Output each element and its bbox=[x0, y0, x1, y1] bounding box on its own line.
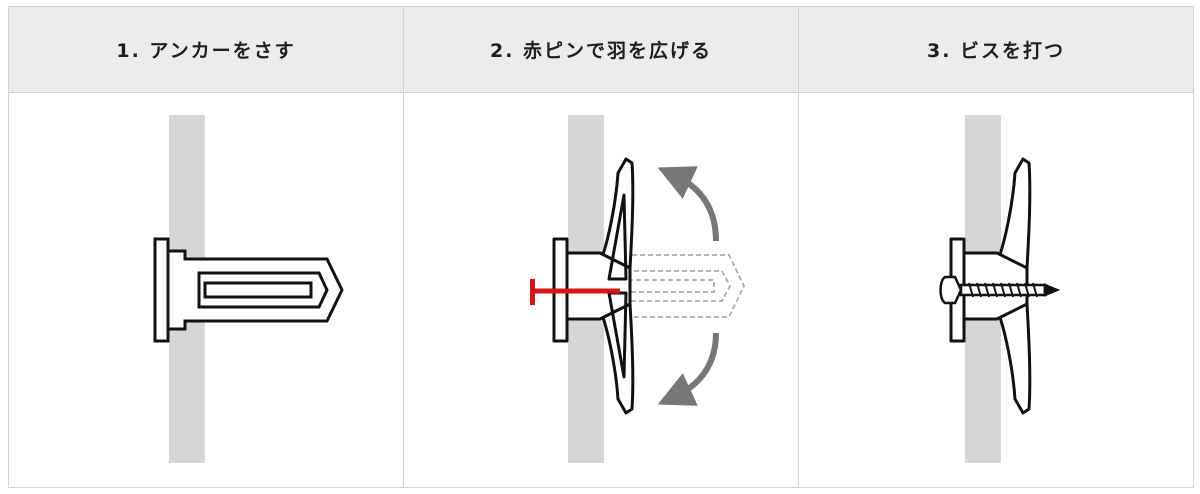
screw-drive-illustration bbox=[939, 115, 1061, 463]
anchor-hub bbox=[565, 251, 632, 321]
screw-threads bbox=[968, 282, 1038, 298]
anchor-wing-top bbox=[598, 157, 635, 270]
rotate-arrow-up bbox=[657, 166, 719, 242]
screw-head bbox=[939, 275, 963, 305]
step-1-header: 1. アンカーをさす bbox=[9, 7, 403, 93]
step-1-column: 1. アンカーをさす bbox=[9, 7, 404, 487]
step-3-header: 3. ビスを打つ bbox=[799, 7, 1193, 93]
step-2-header: 2. 赤ピンで羽を広げる bbox=[404, 7, 798, 93]
rotate-arrow-down bbox=[657, 332, 719, 406]
anchor-insert-illustration bbox=[153, 115, 344, 463]
anchor-wing-top bbox=[995, 157, 1032, 270]
steps-table: 1. アンカーをさす 2. 赤ピンで羽を広げる bbox=[8, 6, 1194, 488]
step-3-panel bbox=[799, 93, 1193, 487]
anchor bbox=[153, 237, 344, 343]
step-2-column: 2. 赤ピンで羽を広げる bbox=[404, 7, 799, 487]
screw bbox=[939, 275, 1061, 305]
wings-expand-illustration bbox=[530, 115, 745, 463]
red-pin bbox=[530, 279, 620, 305]
step-3-column: 3. ビスを打つ bbox=[799, 7, 1193, 487]
anchor-wing-bottom bbox=[598, 302, 635, 415]
step-2-panel bbox=[404, 93, 798, 487]
step-1-panel bbox=[9, 93, 403, 487]
anchor-inner-slot bbox=[203, 281, 313, 299]
anchor-wing-bottom bbox=[995, 302, 1032, 415]
anchor-flange bbox=[153, 237, 170, 343]
anchor-wing-inner bbox=[607, 193, 628, 281]
screw-tip bbox=[1043, 283, 1061, 297]
